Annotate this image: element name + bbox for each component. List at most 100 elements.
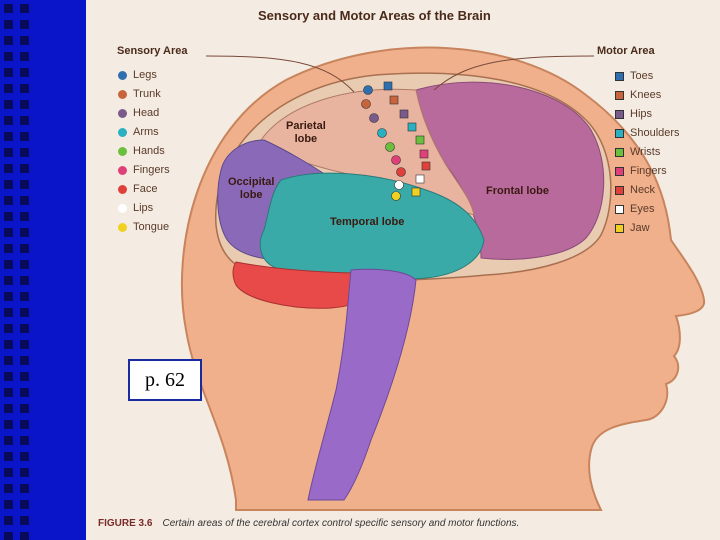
motor-legend-swatch [615,147,624,157]
sidebar-square [20,52,29,61]
motor-marker [415,135,425,145]
motor-legend-item: Eyes [615,202,654,216]
brainstem [307,268,417,501]
sensory-marker [391,191,401,201]
sidebar-square [4,180,13,189]
sidebar-square [4,36,13,45]
sidebar-square [20,68,29,77]
sidebar-square [4,100,13,109]
motor-marker [419,149,429,159]
sidebar-square [4,212,13,221]
sidebar-square [20,356,29,365]
sidebar-square [4,132,13,141]
motor-legend-item: Knees [615,88,661,102]
sidebar-square [4,500,13,509]
sidebar-square [20,196,29,205]
sensory-marker [394,180,404,190]
sensory-legend-item: Face [118,182,157,196]
sensory-legend-item: Fingers [118,163,170,177]
sensory-legend-item: Tongue [118,220,169,234]
sidebar-square [4,452,13,461]
sidebar-square [4,228,13,237]
parietal-lobe [260,88,475,216]
motor-legend-swatch [615,71,624,81]
sidebar-square [20,276,29,285]
motor-marker [399,109,409,119]
sidebar-square [20,484,29,493]
sensory-marker [361,99,371,109]
sidebar-square [4,244,13,253]
motor-legend-swatch [615,185,624,195]
slide-sidebar [0,0,86,540]
motor-legend-label: Fingers [630,165,667,177]
sidebar-square [20,4,29,13]
sidebar-square [20,228,29,237]
sidebar-square [4,372,13,381]
frontal-lobe-label: Frontal lobe [486,185,549,197]
motor-area-heading: Motor Area [597,45,655,57]
temporal-lobe [259,172,485,280]
sensory-legend-item: Arms [118,125,159,139]
sidebar-square [4,532,13,540]
sidebar-square [20,84,29,93]
sensory-marker [369,113,379,123]
sensory-legend-swatch [118,108,127,118]
sidebar-square [4,116,13,125]
motor-pointer-line [433,55,595,91]
sensory-marker [391,155,401,165]
sensory-legend-label: Hands [133,145,165,157]
sidebar-square [20,420,29,429]
sensory-legend-item: Lips [118,201,153,215]
motor-legend-label: Neck [630,184,656,196]
sensory-legend-label: Arms [133,126,159,138]
sidebar-square [20,516,29,525]
sidebar-square [4,260,13,269]
sidebar-square [4,388,13,397]
motor-legend-swatch [615,109,624,119]
motor-legend-item: Shoulders [615,126,680,140]
sensory-area-heading: Sensory Area [117,45,188,57]
sidebar-square [4,148,13,157]
sidebar-square [20,20,29,29]
sensory-legend-label: Lips [133,202,154,214]
sidebar-square [20,388,29,397]
sidebar-square [20,100,29,109]
motor-legend-item: Jaw [615,221,650,235]
motor-legend-swatch [615,223,624,233]
sensory-legend-item: Hands [118,144,165,158]
sensory-marker [385,142,395,152]
sidebar-square [20,36,29,45]
figure-title: Sensory and Motor Areas of the Brain [258,8,491,23]
sidebar-square [4,484,13,493]
motor-legend-label: Jaw [630,222,650,234]
sidebar-square [4,324,13,333]
sidebar-square [4,20,13,29]
motor-legend-item: Neck [615,183,655,197]
motor-marker [411,187,421,197]
sidebar-square [4,404,13,413]
brain-figure: Sensory and Motor Areas of the Brain Sen… [86,0,720,540]
temporal-lobe-label: Temporal lobe [330,216,405,228]
motor-legend-swatch [615,128,624,138]
caption-label: FIGURE 3.6 [98,518,153,529]
sensory-legend-swatch [118,222,127,232]
sidebar-square [20,132,29,141]
sensory-legend-label: Head [133,107,160,119]
sidebar-square [20,292,29,301]
sensory-legend-label: Fingers [133,164,170,176]
motor-legend-label: Eyes [630,203,655,215]
sidebar-square [4,420,13,429]
motor-legend-label: Knees [630,89,662,101]
occipital-lobe-label: Occipital lobe [228,176,275,201]
sidebar-square [4,276,13,285]
sidebar-square [4,356,13,365]
sidebar-square [20,372,29,381]
sensory-legend-label: Tongue [133,221,170,233]
motor-marker [389,95,399,105]
sidebar-square [20,180,29,189]
parietal-lobe-label: Parietal lobe [286,120,326,145]
sidebar-square [20,436,29,445]
sensory-legend-swatch [118,89,127,99]
brain-illustration [180,46,706,511]
